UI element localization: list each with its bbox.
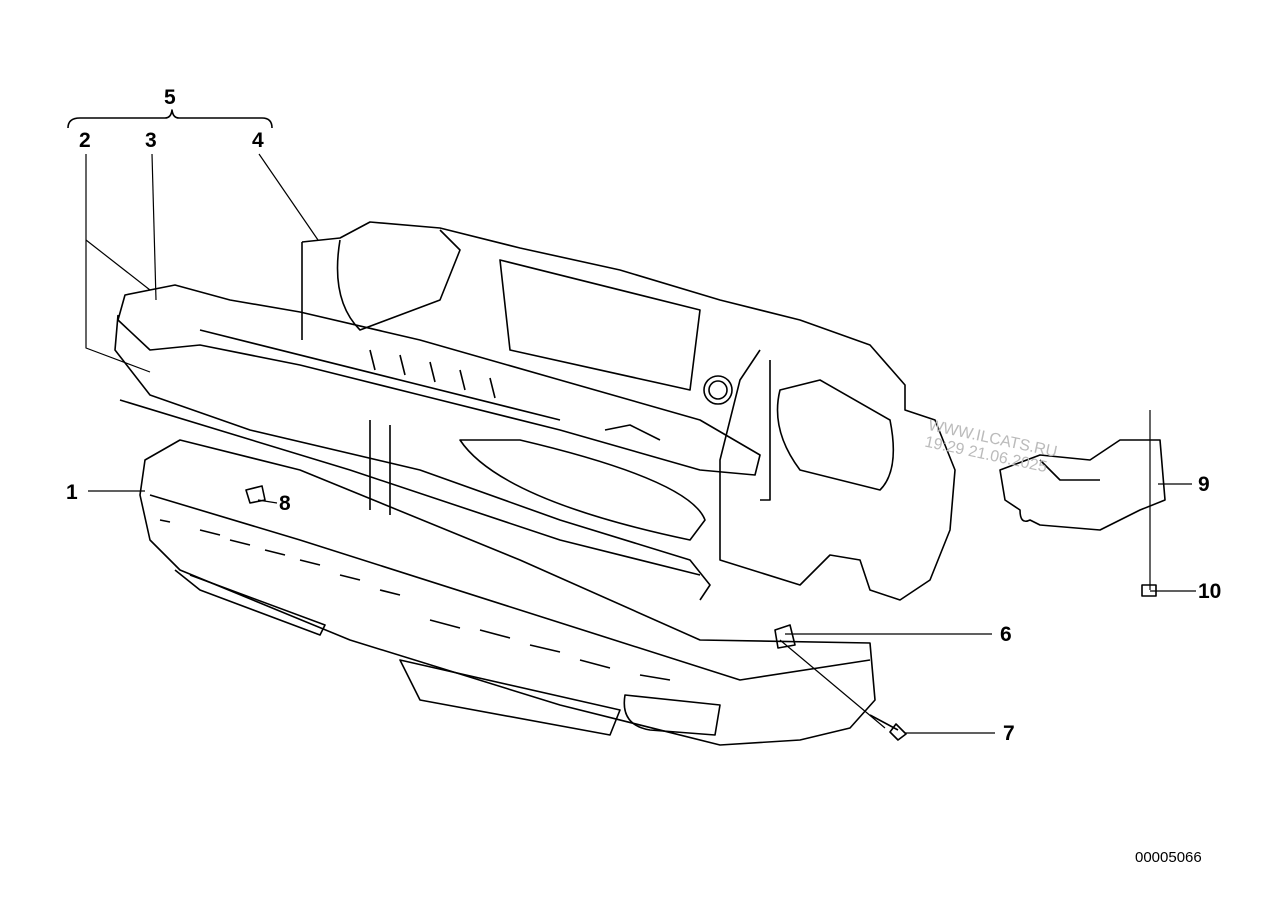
- callout-2[interactable]: 2: [79, 129, 91, 152]
- front-panel-part: [301, 221, 956, 601]
- screw-10: [1141, 584, 1157, 597]
- drawing-number: 00005066: [1135, 849, 1202, 866]
- callout-6[interactable]: 6: [1000, 623, 1012, 646]
- fasteners: [245, 485, 1157, 741]
- clip-8: [245, 485, 266, 504]
- side-bracket-part: [999, 439, 1166, 531]
- callout-8[interactable]: 8: [279, 492, 291, 515]
- group-bracket-5: [67, 109, 273, 129]
- grille-frame-part: [114, 284, 761, 601]
- callout-1[interactable]: 1: [66, 481, 78, 504]
- callout-5[interactable]: 5: [164, 86, 176, 109]
- callout-7[interactable]: 7: [1003, 722, 1015, 745]
- callout-4[interactable]: 4: [252, 129, 264, 152]
- clip-6: [774, 624, 796, 649]
- callout-3[interactable]: 3: [145, 129, 157, 152]
- callout-10[interactable]: 10: [1198, 580, 1222, 603]
- callout-9[interactable]: 9: [1198, 473, 1210, 496]
- bumper-part: [139, 439, 876, 746]
- screw-7: [869, 714, 907, 741]
